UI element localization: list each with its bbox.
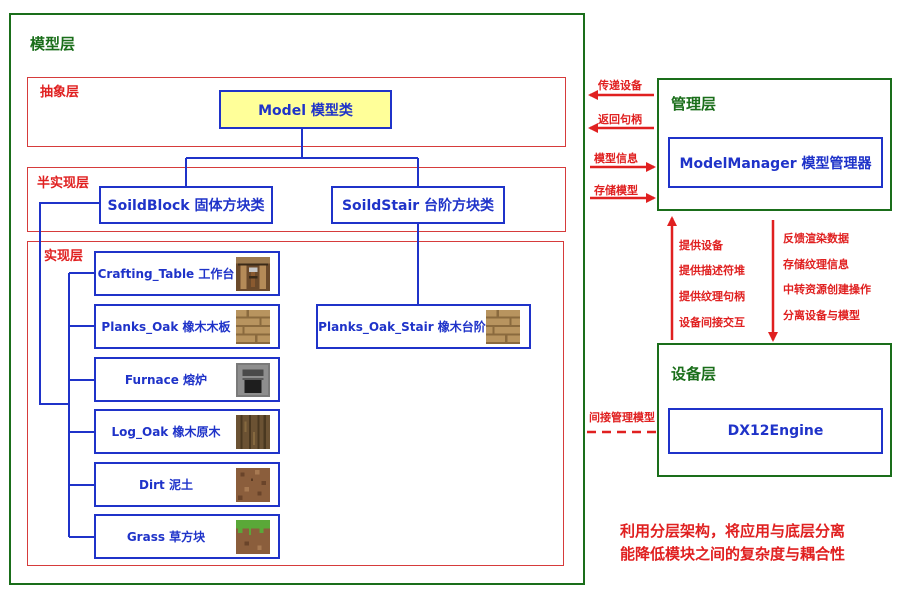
dirt-texture-icon (236, 467, 270, 502)
block-item-dirt: Dirt 泥土 (94, 462, 280, 507)
block-item-planks-oak: Planks_Oak 橡木木板 (94, 304, 280, 349)
device-up-label-4: 设备间接交互 (679, 316, 745, 329)
arrow-label-model-info: 模型信息 (594, 152, 638, 165)
oak-planks-texture-icon (236, 309, 270, 344)
architecture-note-line-1: 利用分层架构，将应用与底层分离 (620, 522, 846, 540)
semi-layer-title: 半实现层 (37, 176, 90, 191)
model-manager-box: ModelManager 模型管理器 (668, 137, 883, 188)
device-layer-title: 设备层 (671, 365, 717, 383)
model-class-label: Model 模型类 (258, 102, 353, 119)
furnace-texture-icon (236, 362, 270, 397)
solid-block-class-label: SoildBlock 固体方块类 (107, 198, 265, 214)
model-manager-label: ModelManager 模型管理器 (679, 155, 872, 172)
block-item-crafting-table: Crafting_Table 工作台 (94, 251, 280, 296)
model-layer-title: 模型层 (30, 35, 76, 53)
dx12-engine-box: DX12Engine (668, 408, 883, 454)
grass-texture-icon (236, 519, 270, 554)
block-item-label: Grass 草方块 (126, 530, 206, 544)
device-up-label-2: 提供描述符堆 (679, 264, 745, 277)
oak-log-texture-icon (236, 414, 270, 449)
block-item-grass: Grass 草方块 (94, 514, 280, 559)
abstract-layer-title: 抽象层 (40, 85, 80, 100)
manager-down-label-3: 中转资源创建操作 (783, 283, 871, 296)
solid-stair-class-box: SoildStair 台阶方块类 (331, 186, 505, 224)
block-item-furnace: Furnace 熔炉 (94, 357, 280, 402)
manager-down-label-1: 反馈渲染数据 (783, 232, 849, 245)
block-item-label: Furnace 熔炉 (124, 373, 208, 387)
impl-layer-box (27, 241, 564, 566)
manager-down-label-4: 分离设备与模型 (783, 309, 860, 322)
block-item-log-oak: Log_Oak 橡木原木 (94, 409, 280, 454)
dx12-engine-label: DX12Engine (727, 423, 824, 439)
block-item-planks-oak-stair: Planks_Oak_Stair 橡木台阶 (316, 304, 531, 349)
crafting-table-texture-icon (236, 256, 270, 291)
arrow-label-return-handle: 返回句柄 (598, 113, 642, 126)
oak-planks-texture-icon (486, 309, 520, 344)
block-item-label: Crafting_Table 工作台 (97, 267, 235, 281)
block-item-label: Log_Oak 橡木原木 (111, 425, 221, 439)
model-class-box: Model 模型类 (219, 90, 392, 129)
impl-layer-title: 实现层 (44, 249, 84, 264)
abstract-layer-box (27, 77, 566, 147)
architecture-note-line-2: 能降低模块之间的复杂度与耦合性 (620, 545, 846, 563)
block-item-label: Dirt 泥土 (139, 478, 193, 492)
solid-stair-class-label: SoildStair 台阶方块类 (341, 198, 495, 214)
arrow-label-indirect-manage: 间接管理模型 (589, 411, 655, 424)
arrow-label-pass-device: 传递设备 (598, 79, 642, 92)
manager-layer-title: 管理层 (671, 95, 717, 113)
manager-down-label-2: 存储纹理信息 (783, 258, 849, 271)
block-item-label: Planks_Oak 橡木木板 (101, 320, 231, 334)
arrow-label-store-model: 存储模型 (594, 184, 638, 197)
semi-layer-box (27, 167, 566, 232)
device-up-label-3: 提供纹理句柄 (679, 290, 745, 303)
device-up-label-1: 提供设备 (679, 239, 723, 252)
solid-block-class-box: SoildBlock 固体方块类 (99, 186, 273, 224)
block-item-label: Planks_Oak_Stair 橡木台阶 (318, 320, 486, 334)
